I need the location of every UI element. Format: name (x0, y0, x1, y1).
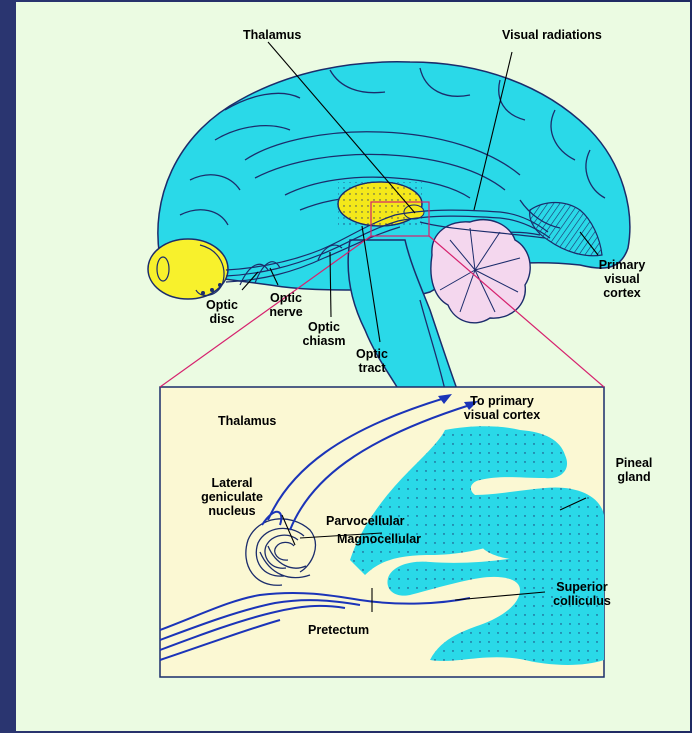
label-primary-visual-cortex: Primary visual cortex (596, 258, 648, 300)
label-visual-radiations: Visual radiations (502, 28, 602, 42)
label-superior-colliculus: Superior colliculus (544, 580, 620, 608)
eye (148, 239, 228, 299)
label-to-primary-visual-cortex: To primary visual cortex (452, 394, 552, 422)
label-optic-nerve: Optic nerve (263, 291, 309, 319)
label-lateral-geniculate-nucleus: Lateral geniculate nucleus (192, 476, 272, 518)
label-inset-thalamus: Thalamus (218, 414, 276, 428)
label-pineal-gland: Pineal gland (604, 456, 664, 484)
label-parvocellular: Parvocellular (326, 514, 405, 528)
label-thalamus: Thalamus (243, 28, 301, 42)
label-optic-disc: Optic disc (197, 298, 247, 326)
label-pretectum: Pretectum (308, 623, 369, 637)
label-optic-tract: Optic tract (350, 347, 394, 375)
label-magnocellular: Magnocellular (337, 532, 421, 546)
label-optic-chiasm: Optic chiasm (296, 320, 352, 348)
